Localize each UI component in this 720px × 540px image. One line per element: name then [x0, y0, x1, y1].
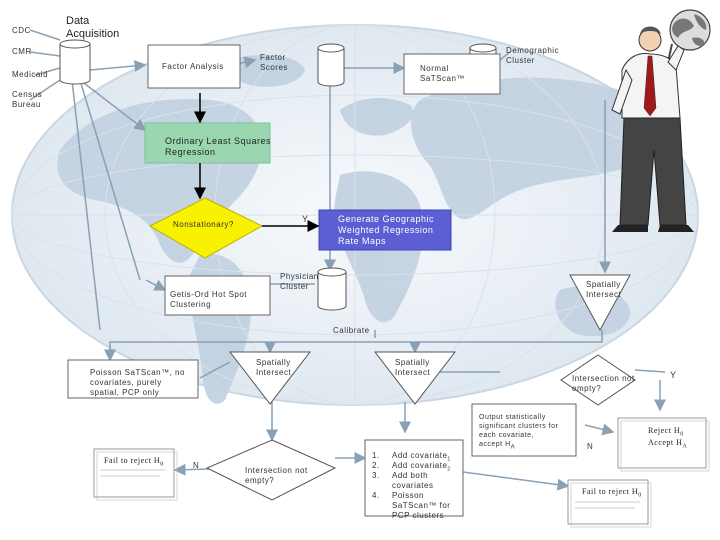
list-number: 2.: [372, 461, 380, 470]
spatially-intersect-left-label: Spatially Intersect: [256, 358, 292, 377]
yes-right-label: Y: [670, 370, 677, 380]
spatially-intersect-triangle-right: [569, 274, 631, 332]
no-right-label: N: [587, 442, 594, 451]
database-cylinder-icon: [317, 43, 345, 87]
getis-ord-box: [164, 275, 271, 316]
list-number: 4.: [372, 491, 380, 500]
normal-satscan-box: [403, 53, 501, 95]
black-arrows: [194, 93, 320, 232]
fail-to-reject-right-label: Fail to reject H0: [582, 487, 642, 499]
factor-scores-label: Factor Scores: [260, 53, 288, 72]
factor-analysis-label: Factor Analysis: [162, 62, 224, 71]
source-census-label: Census Bureau: [12, 90, 43, 109]
gwr-box: [318, 209, 452, 251]
database-cylinder-icon: [317, 267, 347, 311]
list-item: Add covariate1: [392, 451, 451, 463]
source-cmr-label: CMR: [12, 47, 32, 56]
list-item: Add covariate2: [392, 461, 451, 473]
add-covariates-box: [364, 439, 464, 517]
spatially-intersect-triangle-mid: [373, 351, 457, 405]
businessman-with-globe-icon: [611, 9, 711, 232]
ols-label: Ordinary Least Squares Regression: [165, 136, 272, 157]
poisson-label: Poisson SaTScan™, no covariates, purely …: [90, 368, 185, 397]
reject-h0-label: Reject H0: [648, 426, 684, 438]
accept-ha-label: Accept HA: [648, 438, 688, 450]
source-medicaid-label: Medicaid: [12, 70, 49, 79]
normal-satscan-label: Normal SaTScan™: [420, 64, 465, 83]
output-clusters-box: [471, 403, 577, 457]
source-cdc-label: CDC: [12, 26, 31, 35]
list-number: 3.: [372, 471, 380, 480]
spatially-intersect-right-label: Spatially Intersect: [586, 280, 622, 299]
factor-analysis-box: [147, 44, 241, 89]
list-item: Poisson SaTScan™ for PCP clusters: [392, 491, 451, 520]
nonstationary-diamond: [148, 197, 264, 259]
intersection-diamond-left: [205, 439, 337, 501]
data-acquisition-label: Data Acquisition: [66, 15, 120, 40]
calibrate-label: Calibrate: [333, 326, 370, 335]
spatially-intersect-mid-label: Spatially Intersect: [395, 358, 431, 377]
nonstationary-label: Nonstationary?: [173, 220, 234, 229]
intersection-diamond-right: [560, 354, 636, 406]
reject-accept-card: [617, 417, 710, 472]
intersection-not-empty-left-label: Intersection not empty?: [245, 466, 308, 485]
physician-cluster-label: Physician Cluster: [280, 272, 319, 291]
fail-to-reject-left-label: Fail to reject H0: [104, 456, 164, 468]
spatially-intersect-triangle-left: [228, 351, 312, 405]
demographic-cluster-label: Demographic Cluster: [506, 46, 560, 65]
no-left-label: N: [193, 461, 200, 470]
gray-connectors: [29, 29, 666, 491]
ols-box: [144, 122, 271, 164]
fail-to-reject-card-left: [93, 448, 178, 501]
yes-to-gwr-label: Y: [302, 214, 309, 224]
getis-ord-label: Getis-Ord Hot Spot Clustering: [170, 290, 248, 309]
intersection-not-empty-right-label: Intersection not empty?: [572, 374, 635, 393]
list-number: 1.: [372, 451, 380, 460]
output-clusters-label: Output statistically significant cluster…: [479, 414, 559, 451]
fail-to-reject-card-right: [567, 479, 652, 528]
gwr-label: Generate Geographic Weighted Regression …: [338, 214, 435, 246]
database-cylinder-icon: [59, 39, 91, 85]
poisson-box: [67, 359, 199, 399]
list-item: Add both covariates: [392, 471, 434, 490]
